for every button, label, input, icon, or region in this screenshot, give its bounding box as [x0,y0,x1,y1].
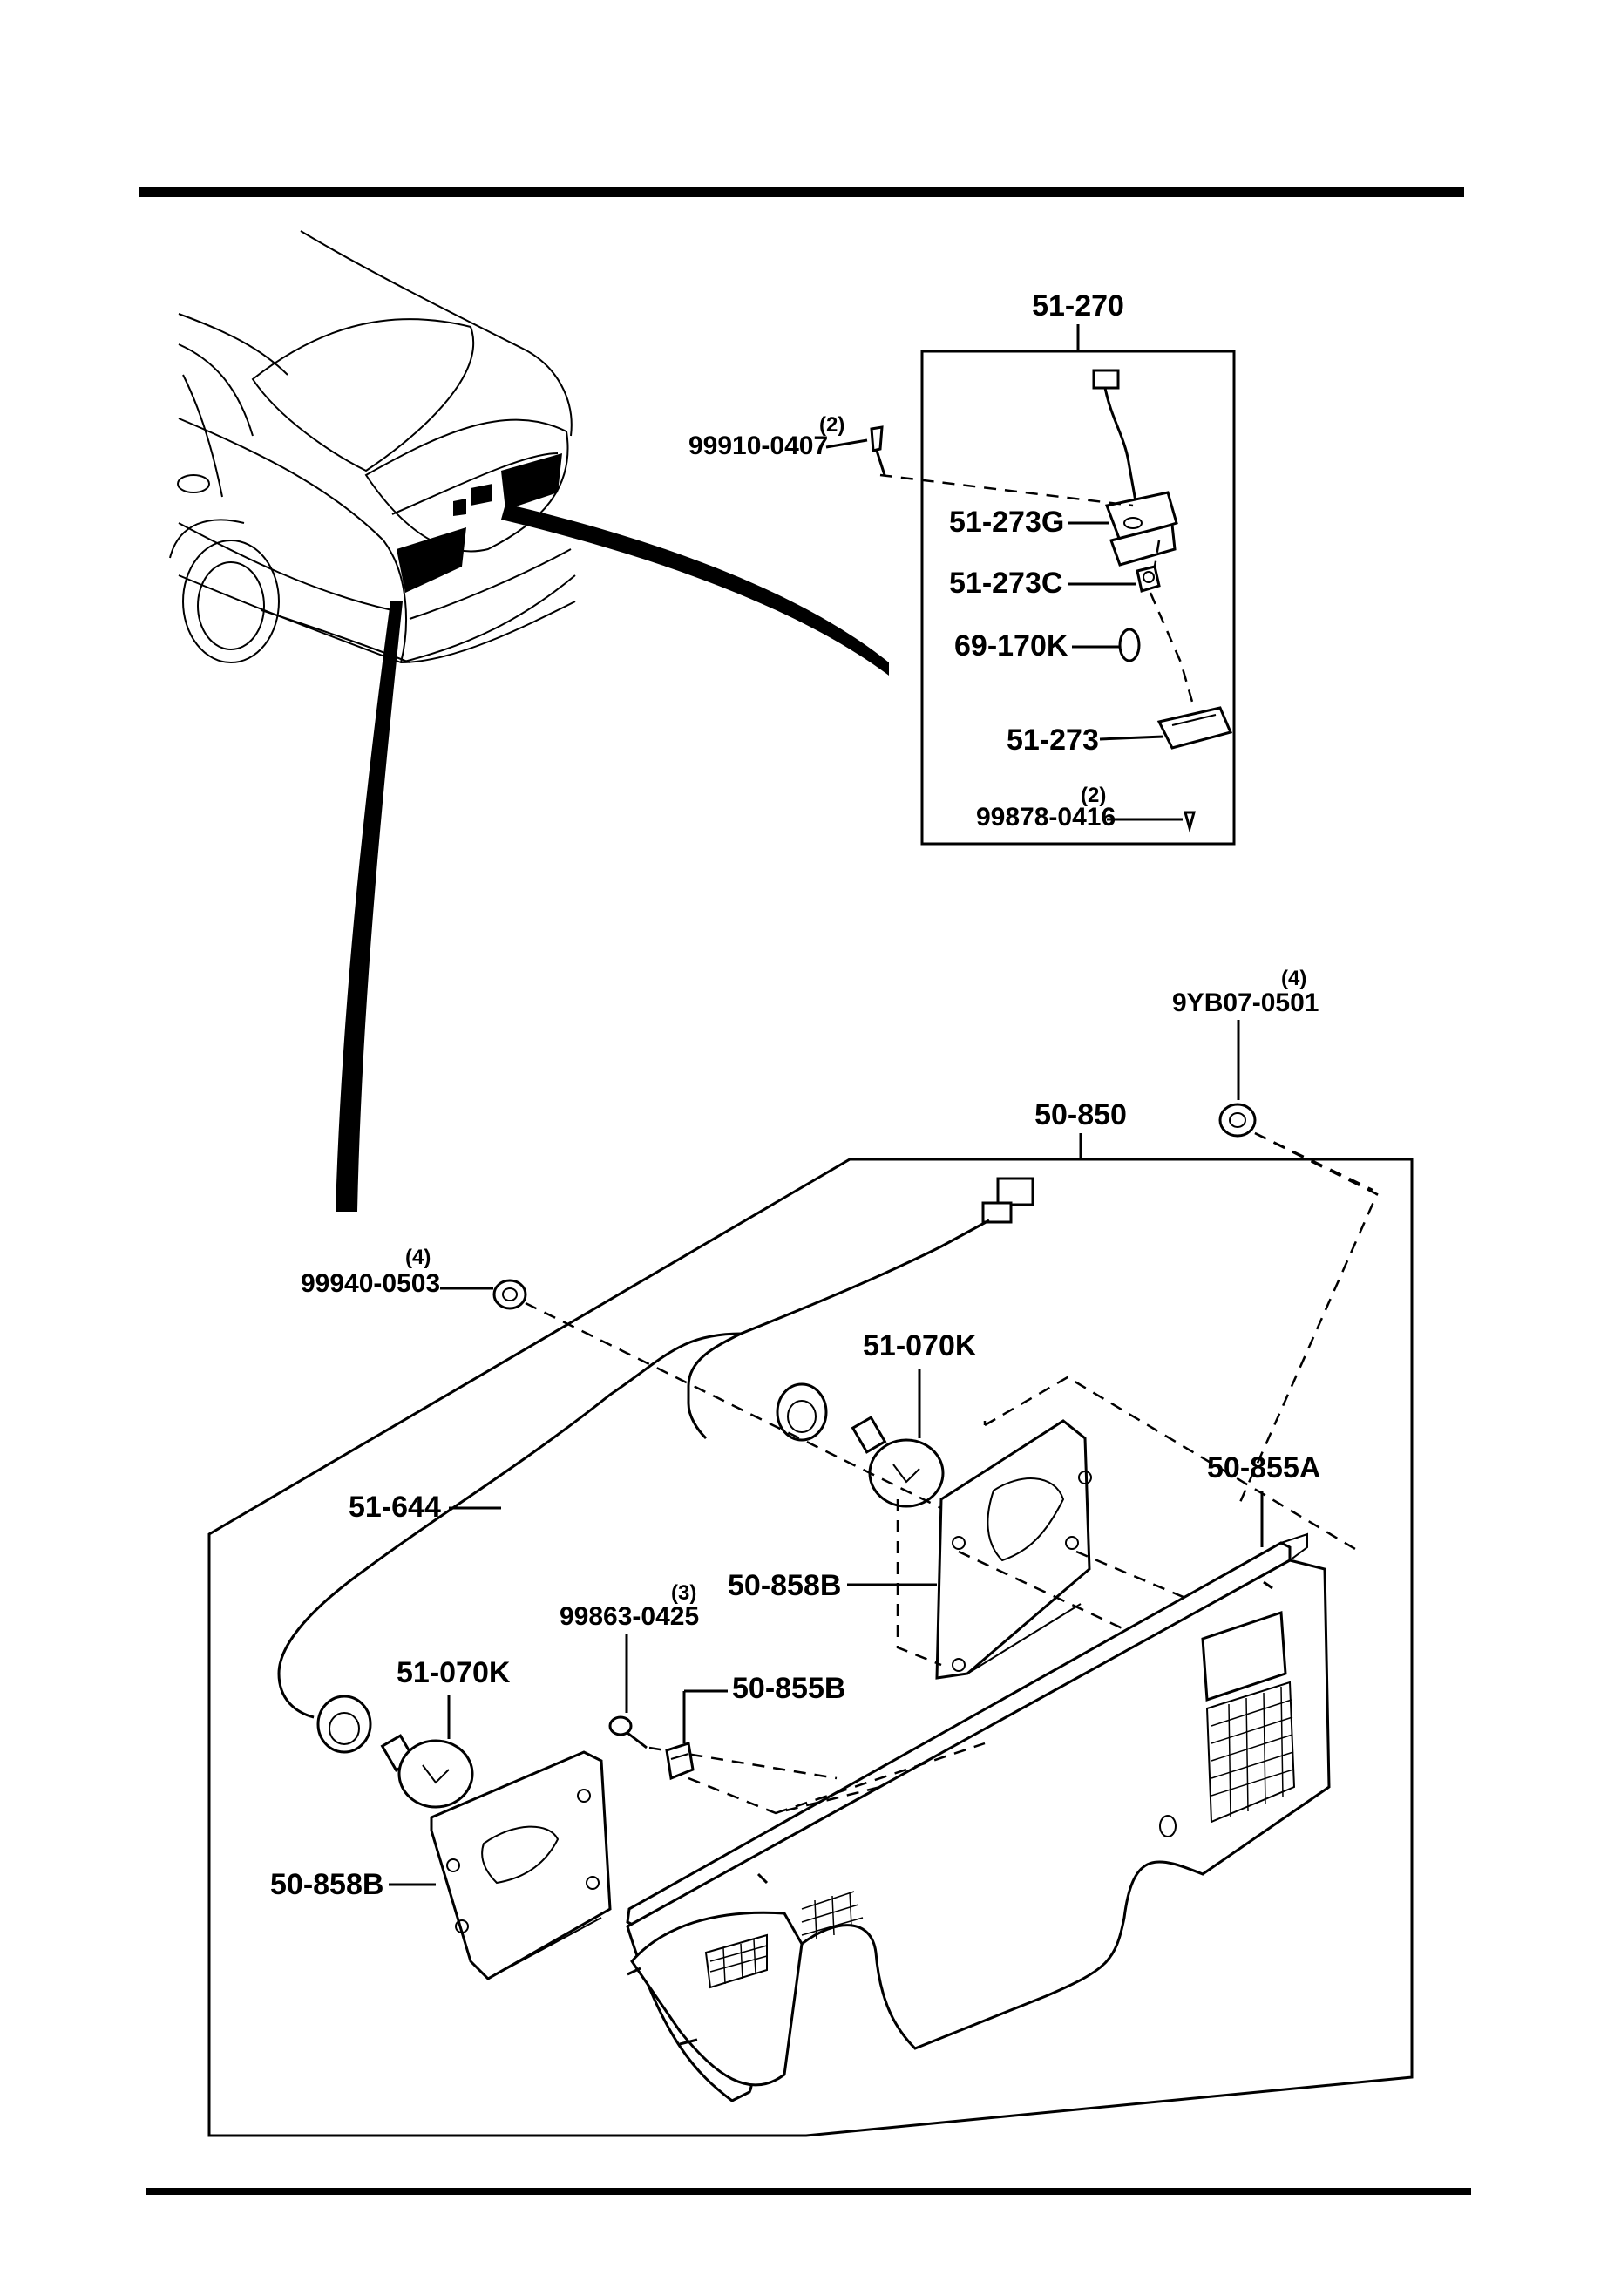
label-99940-0503: 99940-0503 [301,1269,440,1298]
leader-wedge-upper [501,504,889,676]
top-rule [139,187,1464,197]
tail-garnish-assembly-boundary [207,1158,1414,2137]
label-50-850: 50-850 [1034,1098,1127,1131]
label-99878-0416: 99878-0416 [976,803,1116,832]
socket-upper [776,1382,828,1442]
bulb-69-170k [1118,628,1141,662]
car-rear-view [169,230,576,664]
bottom-rule [146,2188,1471,2195]
label-50-855A: 50-855A [1207,1451,1320,1484]
bracket-50-858b-upper [935,1419,1092,1680]
label-99910-0407: 99910-0407 [688,431,828,460]
nut-99940-0503 [492,1279,527,1310]
label-50-855B: 50-855B [732,1672,845,1705]
clip-50-855b [665,1742,695,1781]
screw-99878-0416 [1184,811,1196,833]
rear-garnish-panel [626,1559,1331,2102]
label-51-273C: 51-273C [949,567,1062,600]
bulb-51-070k-upper [851,1416,945,1508]
label-9YB07-0501: 9YB07-0501 [1172,988,1319,1017]
socket-lower [316,1695,372,1754]
qty-99863-0425: (3) [671,1581,696,1605]
qty-9YB07-0501: (4) [1281,967,1306,990]
lamp-housing-51-273g [1104,491,1178,567]
qty-99878-0416: (2) [1081,784,1106,807]
bracket-50-858b-lower [430,1750,612,1980]
harness-51-644 [277,1177,1034,1719]
label-50-858B-upper: 50-858B [728,1569,841,1602]
lamp-lens-51-273 [1156,706,1233,750]
qty-99940-0503: (4) [405,1246,431,1269]
label-51-273G: 51-273G [949,506,1064,539]
lamp-socket-51-273c [1136,565,1161,593]
label-50-858B-lower: 50-858B [270,1868,383,1901]
label-69-170K: 69-170K [954,629,1068,662]
nut-9yb07-0501 [1218,1103,1257,1138]
qty-99910-0407: (2) [819,413,844,437]
label-51-273: 51-273 [1007,723,1099,757]
label-51-070K-lower: 51-070K [397,1656,511,1689]
screw-99863-0425 [608,1715,648,1749]
label-99863-0425: 99863-0425 [560,1602,699,1631]
screw-99910-0407 [870,425,886,476]
label-51-270: 51-270 [1032,289,1124,323]
label-51-070K-upper: 51-070K [863,1329,977,1362]
bulb-51-070k-lower [380,1734,474,1809]
leader-wedge-lower [336,601,403,1212]
label-51-644: 51-644 [349,1491,441,1524]
